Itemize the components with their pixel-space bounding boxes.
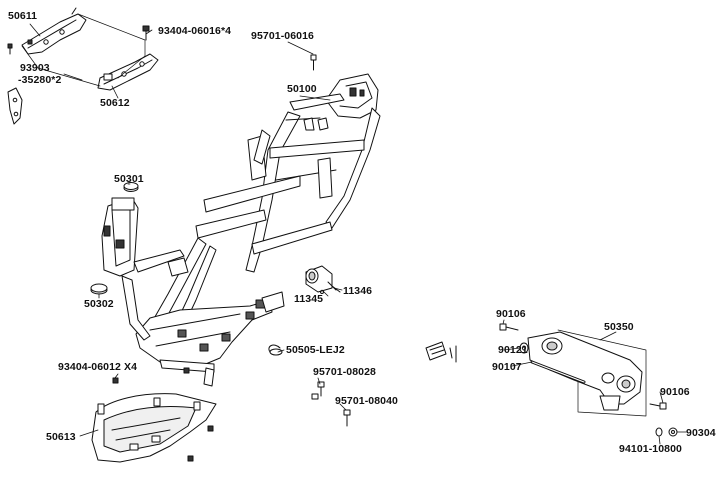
callout-93903-line2: -35280*2 bbox=[18, 74, 62, 86]
bolt-90106-bottom bbox=[649, 402, 667, 410]
callout-50100: 50100 bbox=[287, 83, 317, 95]
bracket-50612 bbox=[97, 53, 159, 91]
callout-50301: 50301 bbox=[114, 173, 144, 185]
callout-50611: 50611 bbox=[8, 10, 38, 22]
callout-90107: 90107 bbox=[492, 361, 522, 373]
callout-94101-10800: 94101-10800 bbox=[619, 443, 682, 455]
nut-90304 bbox=[668, 427, 678, 437]
callout-11346: 11346 bbox=[343, 285, 373, 297]
leader-lines bbox=[29, 23, 687, 445]
callout-50505-lej2: 50505-LEJ2 bbox=[286, 344, 345, 356]
rubber-plate bbox=[425, 341, 457, 363]
under-cover-50613 bbox=[91, 393, 217, 463]
bolt-95701-08028 bbox=[311, 381, 325, 400]
washer-94101 bbox=[655, 427, 663, 437]
callout-90106-top: 90106 bbox=[496, 308, 526, 320]
clip-50505-lej2 bbox=[268, 344, 283, 356]
bolt-95701-06016 bbox=[310, 54, 317, 71]
callout-95701-08040: 95701-08040 bbox=[335, 395, 398, 407]
grommet-50302 bbox=[90, 283, 108, 295]
callout-95701-06016: 95701-06016 bbox=[251, 30, 314, 42]
callout-95701-08028: 95701-08028 bbox=[313, 366, 376, 378]
callout-90106-bottom: 90106 bbox=[660, 386, 690, 398]
bolt-93404-06016 bbox=[7, 25, 150, 55]
callout-50613: 50613 bbox=[46, 431, 76, 443]
bracket-93903 bbox=[7, 87, 23, 125]
callout-50302: 50302 bbox=[84, 298, 114, 310]
callout-50350: 50350 bbox=[604, 321, 634, 333]
callout-50612: 50612 bbox=[100, 97, 130, 109]
callout-90304: 90304 bbox=[686, 427, 716, 439]
bracket-50611 bbox=[21, 7, 87, 55]
callout-11345: 11345 bbox=[294, 293, 324, 305]
callout-90121: 90121 bbox=[498, 344, 528, 356]
callout-93903: 93903 -35280*2 bbox=[18, 62, 62, 86]
callout-93404-06012: 93404-06012 X4 bbox=[58, 361, 138, 373]
bolt-93404-06012 bbox=[112, 367, 214, 462]
callout-93404-06016: 93404-06016*4 bbox=[158, 25, 232, 37]
main-frame-50100 bbox=[101, 73, 381, 387]
lock-11345-11346 bbox=[305, 265, 341, 294]
bolt-90106-top bbox=[499, 323, 519, 331]
callout-93903-line1: 93903 bbox=[20, 62, 50, 74]
engine-hanger-50350 bbox=[527, 329, 647, 417]
grommet-50301 bbox=[123, 182, 139, 192]
bolt-95701-08040 bbox=[343, 409, 351, 427]
